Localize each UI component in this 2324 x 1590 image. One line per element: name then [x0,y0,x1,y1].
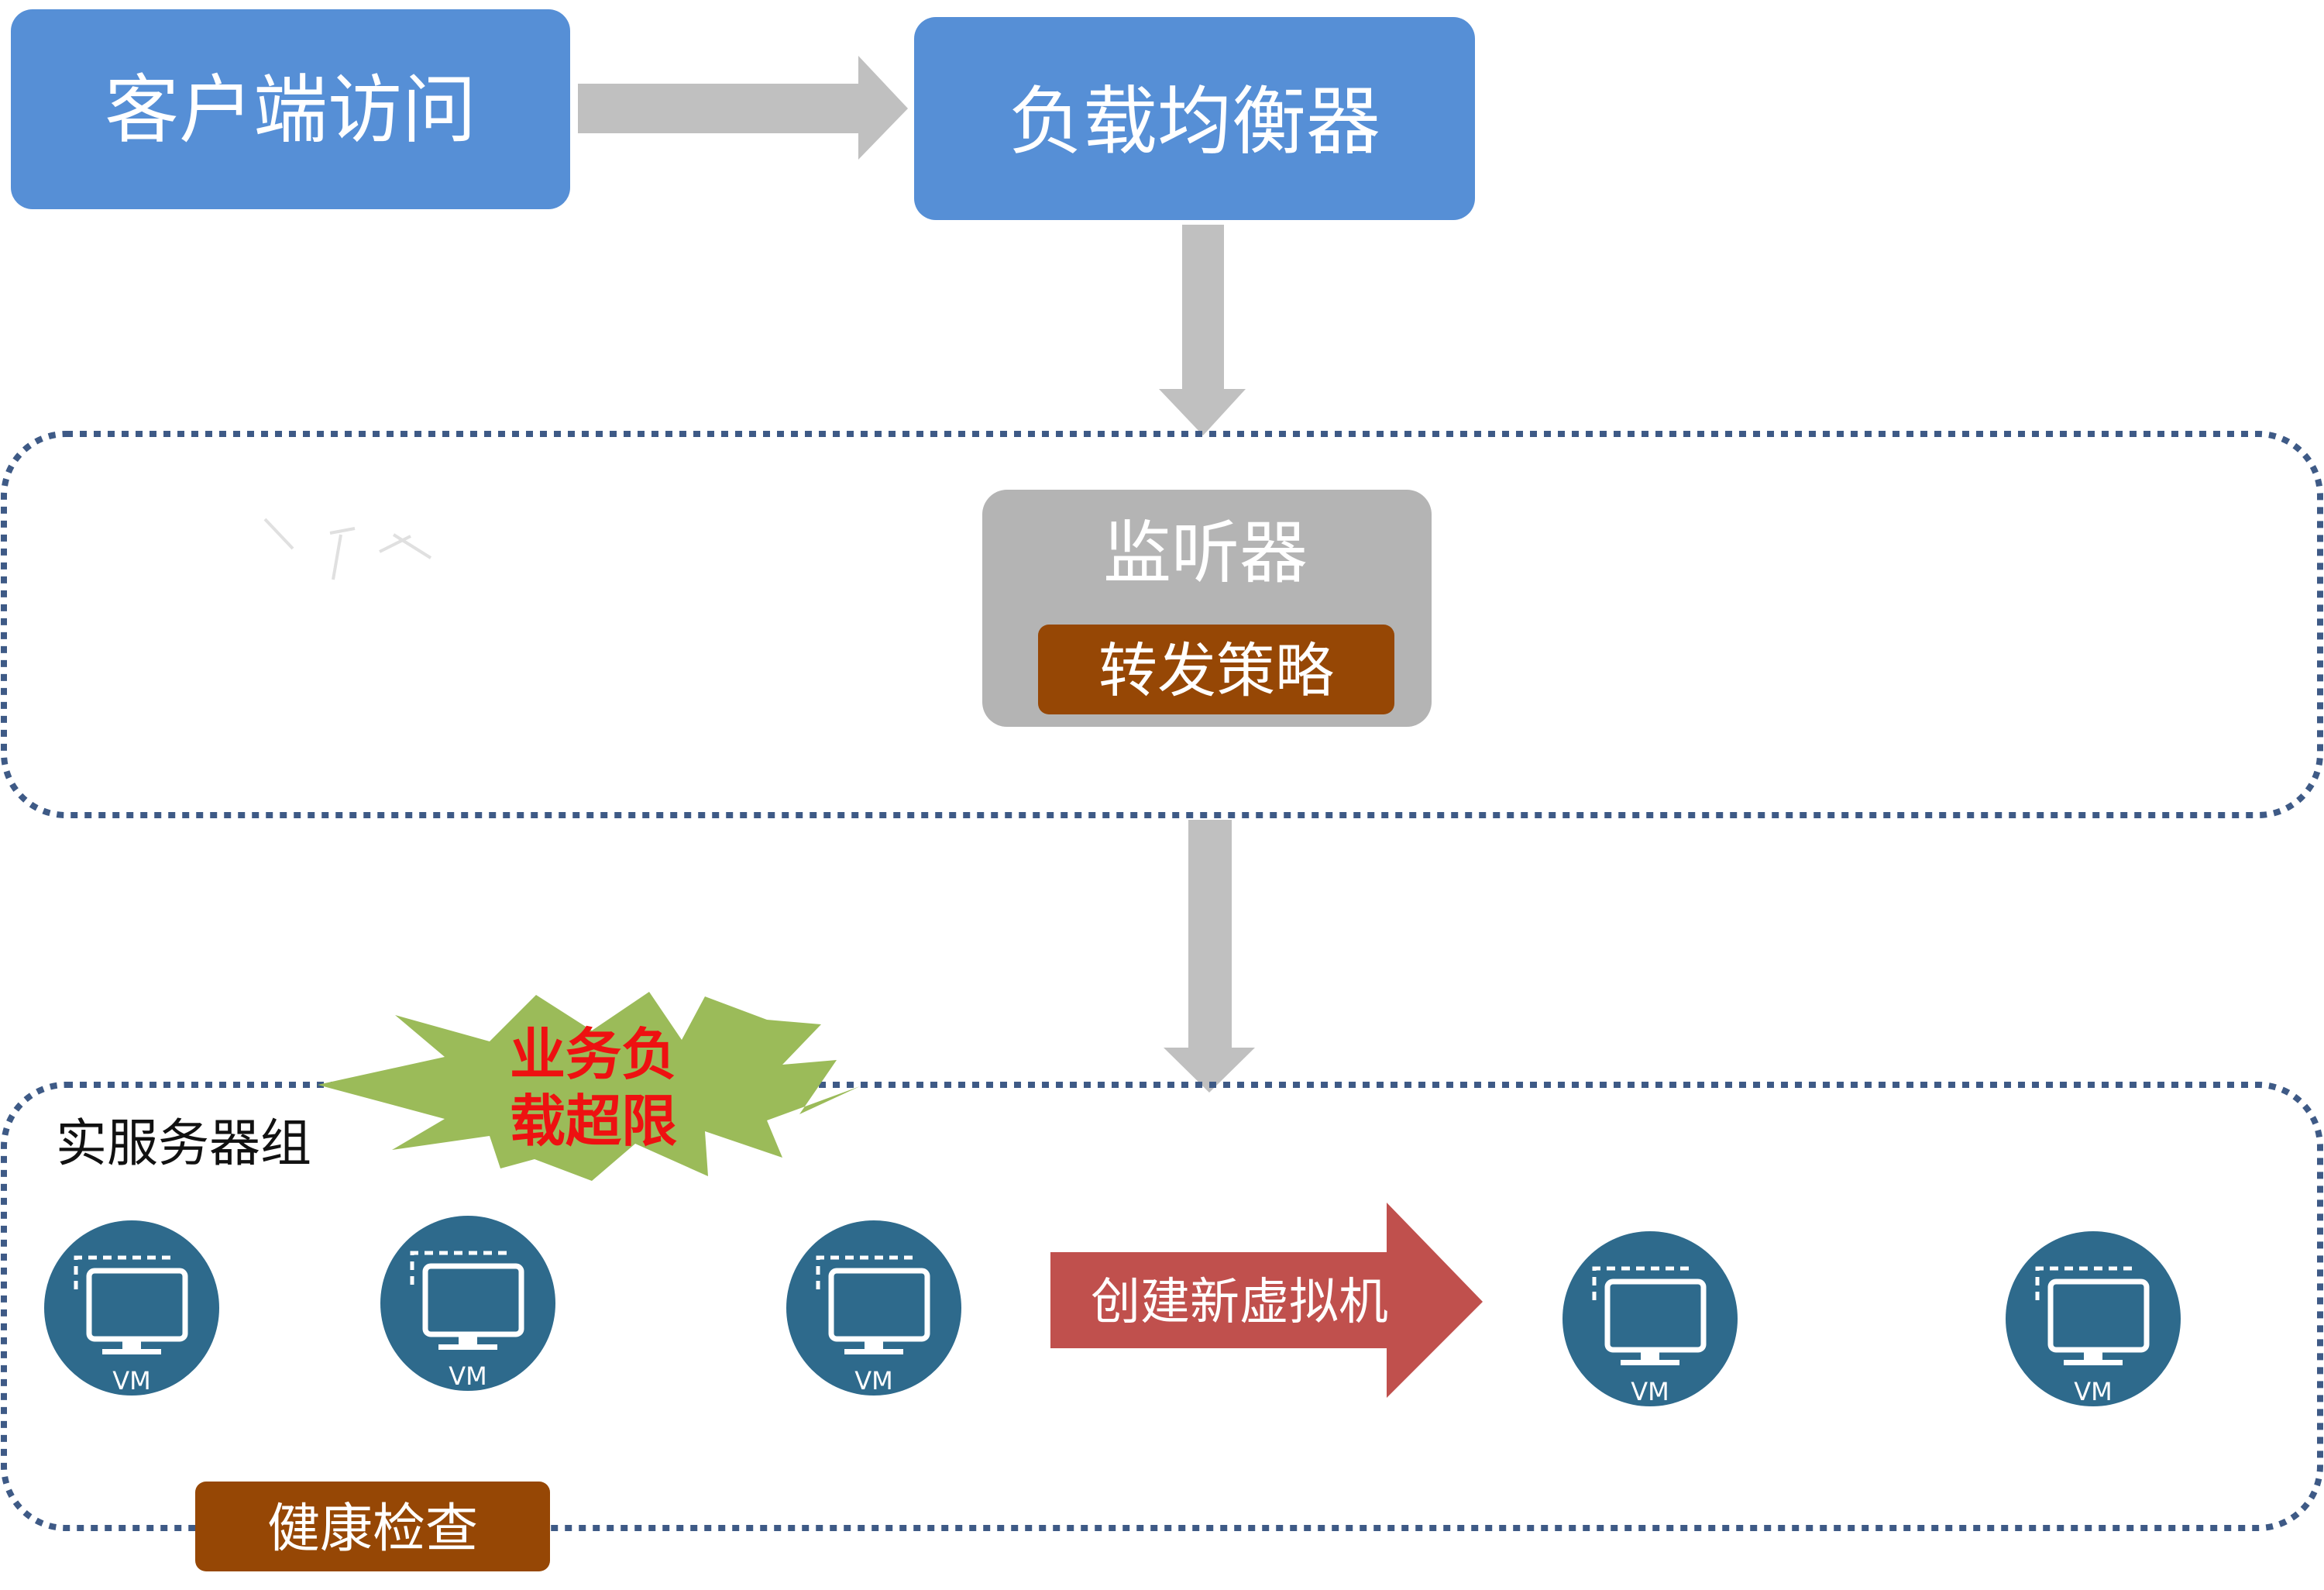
listener-to-group-arrow [1164,820,1255,1093]
lb-to-listener-arrow [1159,225,1246,435]
vm-icon: VM [44,1220,219,1396]
vm-icon: VM [2006,1231,2181,1406]
create-vm-arrow: 创建新虚拟机 [1050,1203,1483,1398]
client-box: 客户端访问 [11,9,570,209]
listener-label: 监听器 [1103,513,1308,593]
vm-label: VM [2074,1377,2113,1406]
forwarding-policy-label: 转发策略 [1098,636,1334,705]
listener-box: 监听器 转发策略 [982,490,1432,727]
load-balancer-box: 负载均衡器 [914,17,1475,220]
overload-burst-line1: 业务负 [510,1022,677,1087]
client-label: 客户端访问 [105,67,476,153]
vm-label: VM [112,1366,151,1396]
vm-icon: VM [786,1220,961,1396]
load-balancer-label: 负载均衡器 [1009,78,1380,165]
listener-ghost-mark [263,518,432,580]
vm-icon: VM [380,1216,555,1391]
overload-burst-line2: 载超限 [510,1089,677,1154]
overload-burst: 业务负 载超限 [318,992,860,1181]
health-check-box: 健康检查 [195,1482,550,1571]
health-check-label: 健康检查 [267,1499,478,1560]
vm-label: VM [449,1361,487,1391]
create-vm-label: 创建新虚拟机 [1091,1274,1388,1331]
vm-icon: VM [1563,1231,1738,1406]
server-group-label: 实服务器组 [56,1113,311,1173]
listener-container [1,431,2323,818]
client-to-lb-arrow [578,56,908,160]
forwarding-policy-box [1038,625,1394,714]
vm-label: VM [854,1366,893,1396]
vm-label: VM [1631,1377,1669,1406]
